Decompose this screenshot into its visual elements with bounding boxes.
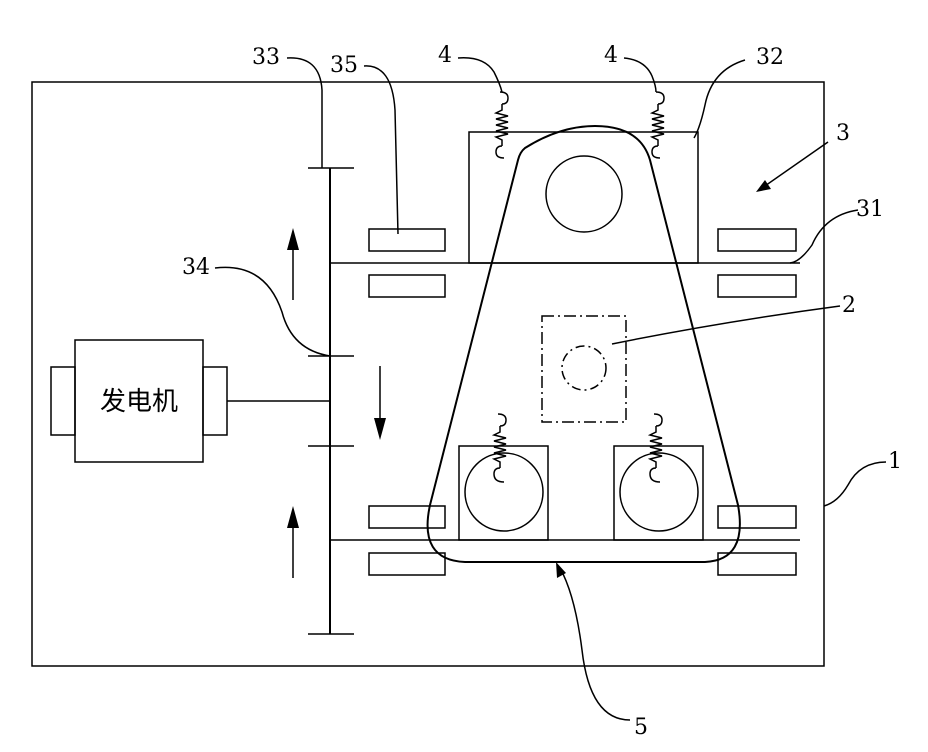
- arrow-down-middle: [374, 366, 386, 440]
- bearing-upper-left-bottom: [369, 275, 445, 297]
- leader-1: [824, 462, 886, 506]
- label-32: 32: [756, 45, 784, 70]
- label-31: 31: [856, 197, 884, 222]
- lower-right-box: [614, 446, 703, 540]
- spring-top-left: [496, 92, 508, 158]
- arrow-up-lower: [287, 506, 299, 578]
- arrow-pointer-5: [556, 562, 630, 720]
- spring-bottom-left: [494, 414, 506, 482]
- bearing-upper-right-bottom: [718, 275, 796, 297]
- leader-4b: [624, 58, 656, 92]
- label-4a: 4: [438, 43, 452, 68]
- label-33: 33: [252, 45, 280, 70]
- bearing-upper-right-top: [718, 229, 796, 251]
- bearing-lower-left-bottom: [369, 553, 445, 575]
- label-34: 34: [182, 255, 210, 280]
- upper-pulley: [546, 156, 622, 232]
- label-35: 35: [330, 53, 358, 78]
- bearing-lower-right-top: [718, 506, 796, 528]
- bearing-upper-left-top: [369, 229, 445, 251]
- center-dashed-circle: [562, 346, 606, 390]
- bearing-lower-right-bottom: [718, 553, 796, 575]
- label-3: 3: [836, 121, 850, 146]
- generator: 发电机: [51, 340, 227, 462]
- spring-top-right: [652, 92, 664, 158]
- label-1: 1: [888, 449, 902, 474]
- label-4b: 4: [604, 43, 618, 68]
- generator-right-cap: [203, 367, 227, 435]
- belt-loop: [428, 126, 740, 562]
- lower-right-pulley: [620, 453, 698, 531]
- bearing-lower-left-top: [369, 506, 445, 528]
- label-2: 2: [842, 293, 856, 318]
- leader-34: [215, 267, 330, 356]
- leader-32: [694, 60, 745, 138]
- lower-left-pulley: [465, 453, 543, 531]
- lower-left-box: [459, 446, 548, 540]
- center-dashed-box: [542, 316, 626, 422]
- generator-label: 发电机: [100, 387, 178, 417]
- generator-left-cap: [51, 367, 75, 435]
- leader-33: [287, 58, 322, 168]
- spring-bottom-right: [650, 414, 662, 482]
- arrow-pointer-3: [756, 142, 828, 192]
- label-5: 5: [634, 715, 648, 740]
- leader-4a: [458, 58, 502, 92]
- leader-35: [364, 66, 398, 234]
- arrow-up-upper: [287, 228, 299, 300]
- bearings: [369, 229, 796, 575]
- upper-box: [469, 132, 698, 263]
- leader-2: [612, 306, 840, 344]
